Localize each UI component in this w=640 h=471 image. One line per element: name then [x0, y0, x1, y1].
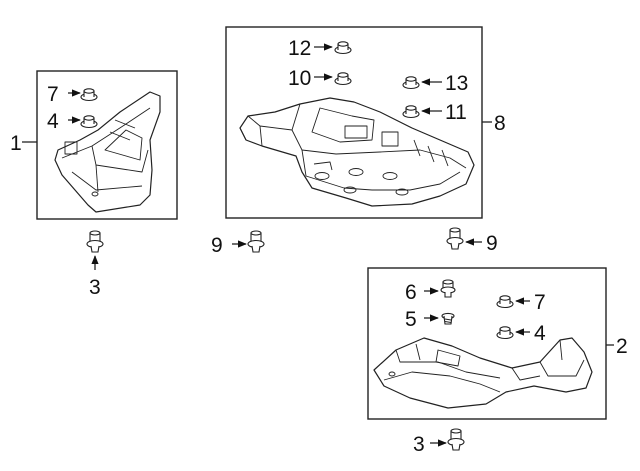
callout-4-left: 4: [47, 110, 59, 133]
callout-4-right: 4: [534, 322, 546, 345]
part-8-undercover: [239, 97, 475, 207]
part-2-shield: [373, 337, 593, 409]
callout-7-left: 7: [47, 83, 59, 106]
callout-2: 2: [616, 335, 628, 358]
callout-11: 11: [445, 101, 467, 124]
fastener-3-bolt-left: [86, 230, 104, 253]
callout-13: 13: [445, 72, 468, 95]
callout-3-left: 3: [89, 276, 101, 299]
callout-10: 10: [288, 67, 311, 90]
callout-9-right: 9: [486, 232, 498, 255]
callout-1: 1: [10, 132, 22, 155]
callout-12: 12: [288, 37, 311, 60]
callout-9-left: 9: [211, 234, 223, 257]
callout-8: 8: [494, 112, 506, 135]
callout-5: 5: [405, 308, 417, 331]
fastener-3-bolt-bottom: [447, 428, 465, 451]
fastener-9-clip-right: [446, 227, 464, 250]
fastener-9-clip-left: [247, 230, 265, 253]
part-1-shield: [54, 91, 161, 213]
callout-7-right: 7: [534, 291, 546, 314]
callout-3-bottom: 3: [413, 433, 425, 456]
callout-6: 6: [405, 281, 417, 304]
